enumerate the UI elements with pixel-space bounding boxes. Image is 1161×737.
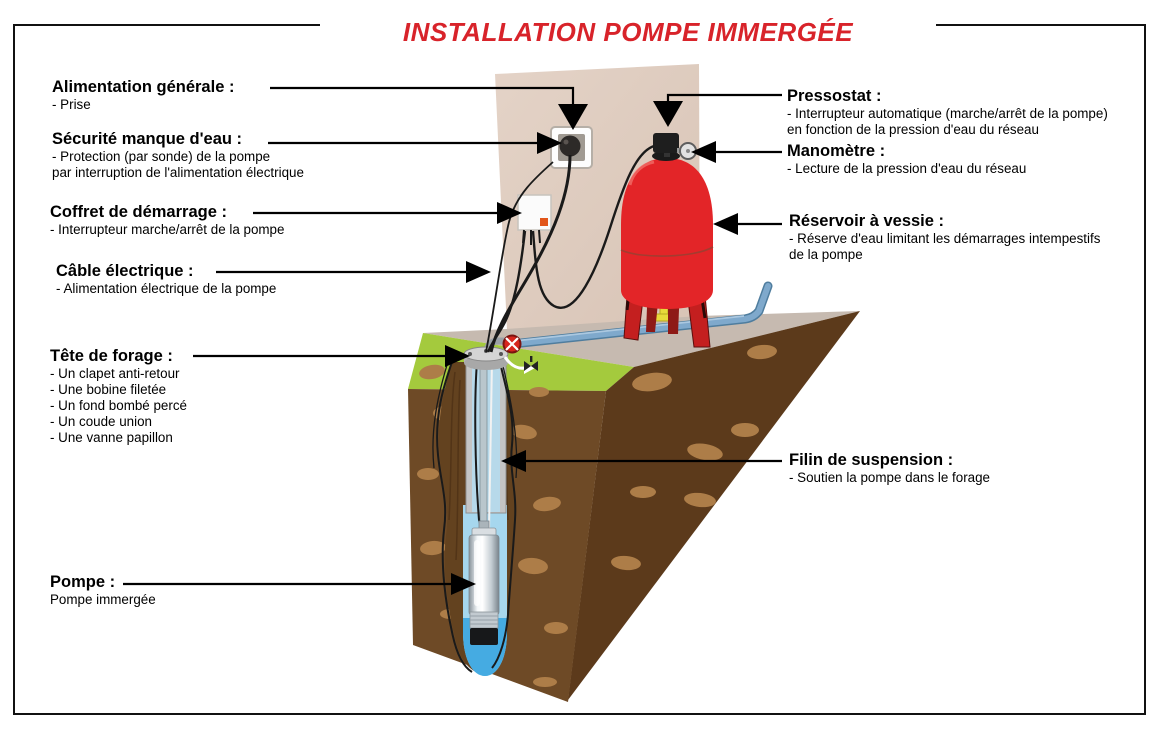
suspension-cable [488, 359, 493, 533]
label-alimentation-generale: Alimentation générale : - Prise [52, 77, 234, 113]
label-line: - Protection (par sonde) de la pompe [52, 149, 271, 164]
label-line: - Une bobine filetée [50, 382, 167, 397]
label-heading: Sécurité manque d'eau : [52, 130, 243, 148]
power-outlet [550, 126, 593, 169]
starter-to-pressostat-cable [531, 144, 655, 309]
plug [559, 135, 581, 157]
label-heading: Coffret de démarrage : [50, 203, 227, 221]
label-line: - Une vanne papillon [50, 430, 173, 445]
label-line: - Réserve d'eau limitant les démarrages … [789, 231, 1101, 246]
submerged-pump [468, 520, 500, 645]
starter-to-well-cable [486, 230, 527, 353]
label-line: Pompe immergée [50, 592, 156, 607]
label-heading: Filin de suspension : [789, 451, 954, 469]
diagram-title: INSTALLATION POMPE IMMERGÉE [320, 17, 936, 48]
label-heading: Pompe : [50, 573, 116, 591]
label-reservoir-vessie: Réservoir à vessie : - Réserve d'eau lim… [789, 211, 1100, 263]
starter-box [517, 194, 552, 245]
label-line: - Un fond bombé percé [50, 398, 187, 413]
valve-handwheel [502, 334, 522, 354]
label-filin-suspension: Filin de suspension : - Soutien la pompe… [789, 450, 990, 486]
label-heading: Pressostat : [787, 87, 882, 105]
label-line: en fonction de la pression d'eau du rése… [787, 122, 1039, 137]
label-securite-manque-eau: Sécurité manque d'eau : - Protection (pa… [52, 129, 304, 181]
flow-arrow-icon [503, 356, 526, 370]
label-line: - Un clapet anti-retour [50, 366, 180, 381]
label-line: - Interrupteur automatique (marche/arrêt… [787, 106, 1108, 121]
label-coffret-demarrage: Coffret de démarrage : - Interrupteur ma… [50, 202, 284, 238]
label-line: par interruption de l'alimentation élect… [52, 165, 304, 180]
label-arrows [123, 86, 782, 595]
plug-cable [489, 154, 572, 353]
pressure-switch [653, 133, 679, 157]
label-line: - Un coude union [50, 414, 152, 429]
label-pompe: Pompe : Pompe immergée [50, 572, 156, 608]
label-heading: Manomètre : [787, 142, 886, 160]
label-heading: Câble électrique : [56, 262, 194, 280]
label-manometre: Manomètre : - Lecture de la pression d'e… [787, 141, 1026, 177]
label-line: - Lecture de la pression d'eau du réseau [787, 161, 1027, 176]
label-heading: Tête de forage : [50, 347, 173, 365]
label-heading: Réservoir à vessie : [789, 212, 945, 230]
butterfly-valve-icon [524, 356, 538, 371]
label-line: - Prise [52, 97, 91, 112]
label-pressostat: Pressostat : - Interrupteur automatique … [787, 86, 1108, 138]
label-line: - Soutien la pompe dans le forage [789, 470, 990, 485]
label-line: - Alimentation électrique de la pompe [56, 281, 277, 296]
earth-side-face [568, 311, 860, 700]
label-line: de la pompe [789, 247, 863, 262]
label-tete-de-forage: Tête de forage : - Un clapet anti-retour… [50, 346, 187, 446]
pump-power-cable [474, 361, 484, 534]
riser-pipe [479, 359, 488, 537]
electric-cables [485, 144, 655, 353]
label-cable-electrique: Câble électrique : - Alimentation électr… [56, 261, 276, 297]
floor [423, 311, 860, 367]
bladder-tank [620, 133, 714, 348]
label-line: - Interrupteur marche/arrêt de la pompe [50, 222, 285, 237]
label-heading: Alimentation générale : [52, 78, 235, 96]
well-casing [465, 357, 507, 537]
borehole [432, 357, 518, 676]
probe-cable [485, 161, 554, 353]
